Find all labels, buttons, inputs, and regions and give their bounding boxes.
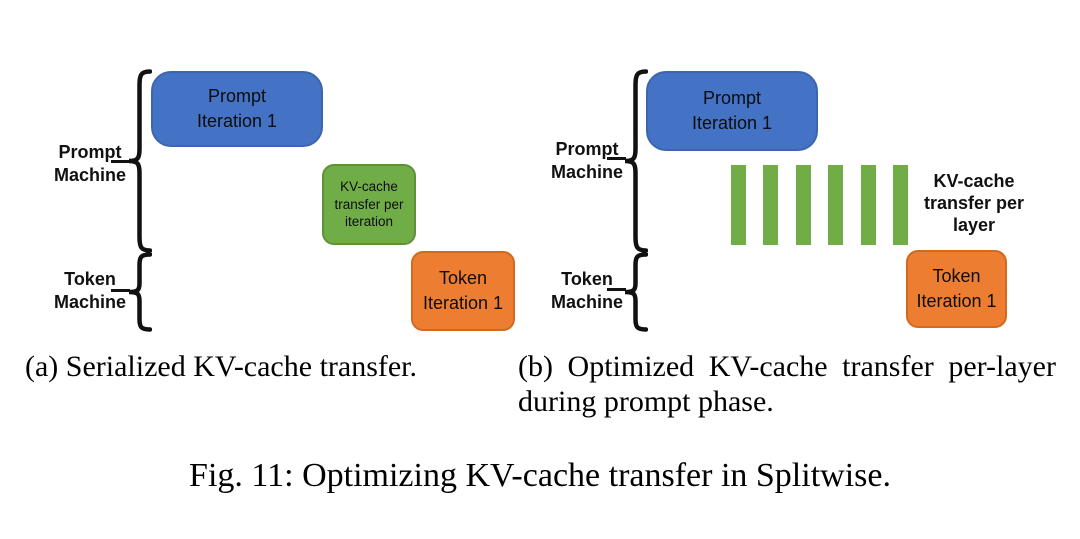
token-machine-connector [111, 289, 130, 292]
prompt-machine-label: Prompt Machine [53, 142, 127, 185]
token-machine-brace-b [624, 252, 648, 332]
kv-bar [731, 165, 746, 245]
prompt-iteration-box: Prompt Iteration 1 [646, 71, 818, 151]
token-machine-label: Token Machine [550, 269, 624, 312]
caption-b: (b) Optimized KV-cache transfer per-laye… [518, 350, 1056, 418]
kv-bar [763, 165, 779, 245]
kv-bar [828, 165, 844, 245]
prompt-machine-label: Prompt Machine [550, 139, 624, 182]
figure-caption: Fig. 11: Optimizing KV-cache transfer in… [189, 457, 891, 494]
prompt-machine-connector [111, 160, 130, 163]
token-iteration-box: Token Iteration 1 [906, 250, 1007, 328]
prompt-machine-connector [607, 157, 626, 160]
kv-transfer-bars [731, 165, 908, 245]
kv-bar [892, 165, 908, 245]
prompt-machine-brace-b [624, 69, 648, 253]
kv-bar [795, 165, 811, 245]
caption-a: (a) Serialized KV-cache transfer. [25, 350, 418, 383]
token-iteration-box: Token Iteration 1 [411, 251, 515, 331]
token-machine-brace-a [128, 252, 152, 332]
kv-bar [860, 165, 876, 245]
token-machine-label: Token Machine [53, 269, 127, 312]
prompt-iteration-box: Prompt Iteration 1 [151, 71, 323, 147]
kv-transfer-per-layer-label: KV-cache transfer per layer [923, 171, 1025, 235]
token-machine-connector [607, 288, 626, 291]
kv-cache-transfer-box: KV-cache transfer per iteration [322, 164, 416, 245]
